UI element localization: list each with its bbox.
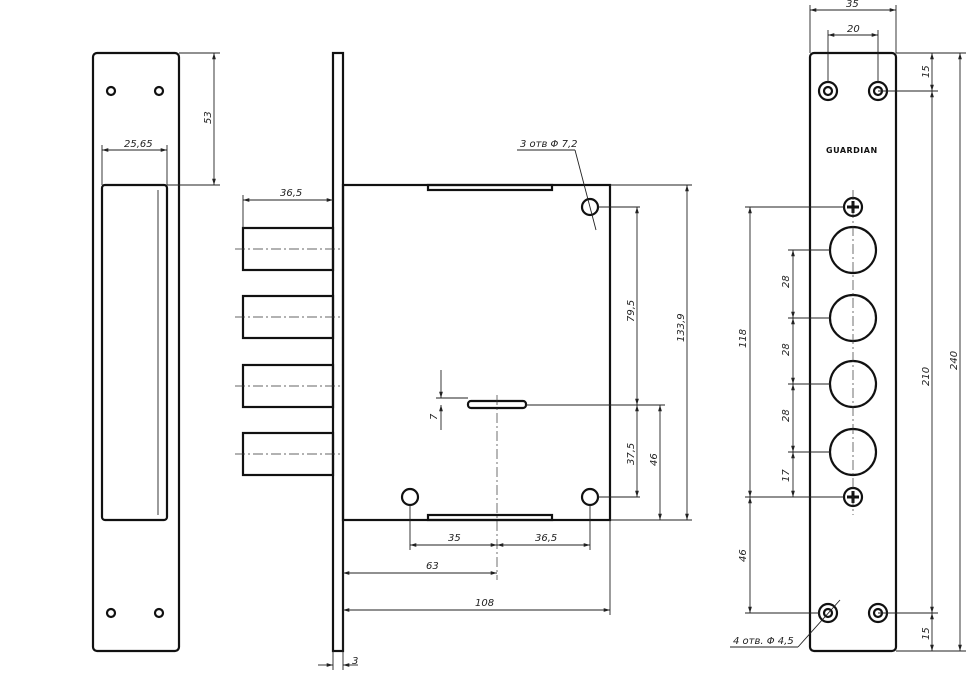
lock-body-view: 36,5 3 отв Φ 7,2 79,5 133,9 37,5	[235, 51, 692, 670]
svg-text:53: 53	[203, 111, 214, 124]
dim-3: 3	[318, 651, 358, 670]
svg-text:46: 46	[738, 549, 749, 562]
svg-text:3 отв Φ 7,2: 3 отв Φ 7,2	[520, 139, 578, 150]
mounting-holes	[105, 85, 165, 619]
dim-133-9: 133,9	[676, 185, 689, 520]
guardian-logo: GUARDIAN	[826, 146, 878, 155]
svg-text:36,5: 36,5	[535, 533, 557, 544]
svg-text:79,5: 79,5	[626, 300, 637, 322]
dim-35: 35	[410, 533, 497, 547]
dim-240: 240	[949, 53, 962, 651]
bolts	[235, 226, 340, 477]
svg-text:46: 46	[649, 453, 660, 466]
svg-text:63: 63	[426, 561, 439, 572]
svg-text:133,9: 133,9	[676, 313, 687, 342]
bolt-openings	[828, 190, 878, 515]
svg-text:20: 20	[847, 24, 860, 35]
svg-text:3: 3	[352, 656, 358, 667]
dim-46: 46	[738, 497, 752, 613]
faceplate-view: GUARDIAN 35 20	[730, 0, 966, 653]
keyhole	[466, 395, 528, 580]
dim-46: 46	[649, 405, 662, 520]
dim-35: 35	[810, 0, 896, 12]
dim-210: 210	[921, 91, 934, 613]
dim-79-5: 79,5	[626, 207, 639, 405]
svg-text:17: 17	[781, 469, 792, 482]
svg-text:36,5: 36,5	[280, 188, 302, 199]
svg-text:108: 108	[475, 598, 494, 609]
svg-text:28: 28	[781, 275, 792, 288]
strike-plate-view: 53 25,65	[91, 51, 220, 653]
dim-20: 20	[828, 24, 878, 37]
svg-text:15: 15	[921, 627, 932, 640]
svg-text:210: 210	[921, 367, 932, 386]
dim-53: 53	[167, 52, 220, 186]
dim-36-5: 36,5	[497, 533, 590, 547]
dim-pitch: 28 28 28 17	[781, 250, 795, 497]
dim-7: 7	[429, 370, 468, 430]
dim-bolt-throw: 36,5	[242, 188, 333, 228]
svg-text:28: 28	[781, 343, 792, 356]
svg-text:15: 15	[921, 65, 932, 78]
svg-text:118: 118	[738, 329, 749, 348]
dim-37-5: 37,5	[626, 405, 639, 497]
mounting-holes	[400, 197, 600, 507]
svg-text:35: 35	[846, 0, 859, 10]
svg-text:7: 7	[429, 413, 440, 420]
svg-text:37,5: 37,5	[626, 443, 637, 465]
svg-text:240: 240	[949, 351, 960, 370]
hole-note: 4 отв. Φ 4,5	[730, 599, 841, 648]
svg-text:35: 35	[448, 533, 461, 544]
dim-25-65: 25,65	[101, 139, 168, 185]
dim-top-15: 15	[921, 53, 934, 91]
hole-note: 3 отв Φ 7,2	[517, 139, 597, 231]
svg-text:4 отв. Φ 4,5: 4 отв. Φ 4,5	[733, 636, 794, 647]
dim-108: 108	[343, 598, 610, 612]
svg-text:28: 28	[781, 409, 792, 422]
dim-118: 118	[738, 207, 752, 497]
svg-text:25,65: 25,65	[124, 139, 153, 150]
dim-bottom-15: 15	[921, 613, 934, 651]
dim-63: 63	[343, 561, 497, 575]
